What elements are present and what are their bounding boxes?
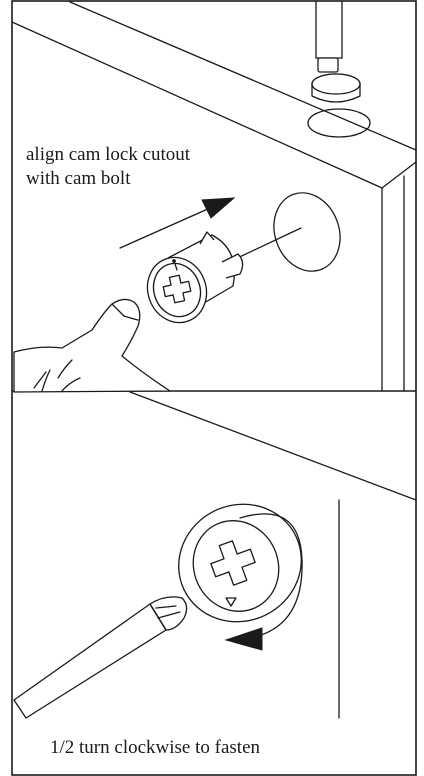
step-1-caption: align cam lock cutout with cam bolt [26,143,190,191]
step-2-caption: 1/2 turn clockwise to fasten [50,736,260,760]
cam-bolt-hole-top [308,109,370,137]
top-panel [12,2,416,392]
step-1-caption-line-2: with cam bolt [26,167,190,191]
bottom-panel [14,392,416,718]
cam-lock-icon [138,232,242,331]
hand-icon [14,299,170,392]
cabinet-panel-top [12,2,416,391]
step-1-caption-line-1: align cam lock cutout [26,143,190,167]
cam-bolt-icon [231,183,351,280]
driver-bit-icon [312,2,360,102]
screwdriver-icon [14,597,187,718]
